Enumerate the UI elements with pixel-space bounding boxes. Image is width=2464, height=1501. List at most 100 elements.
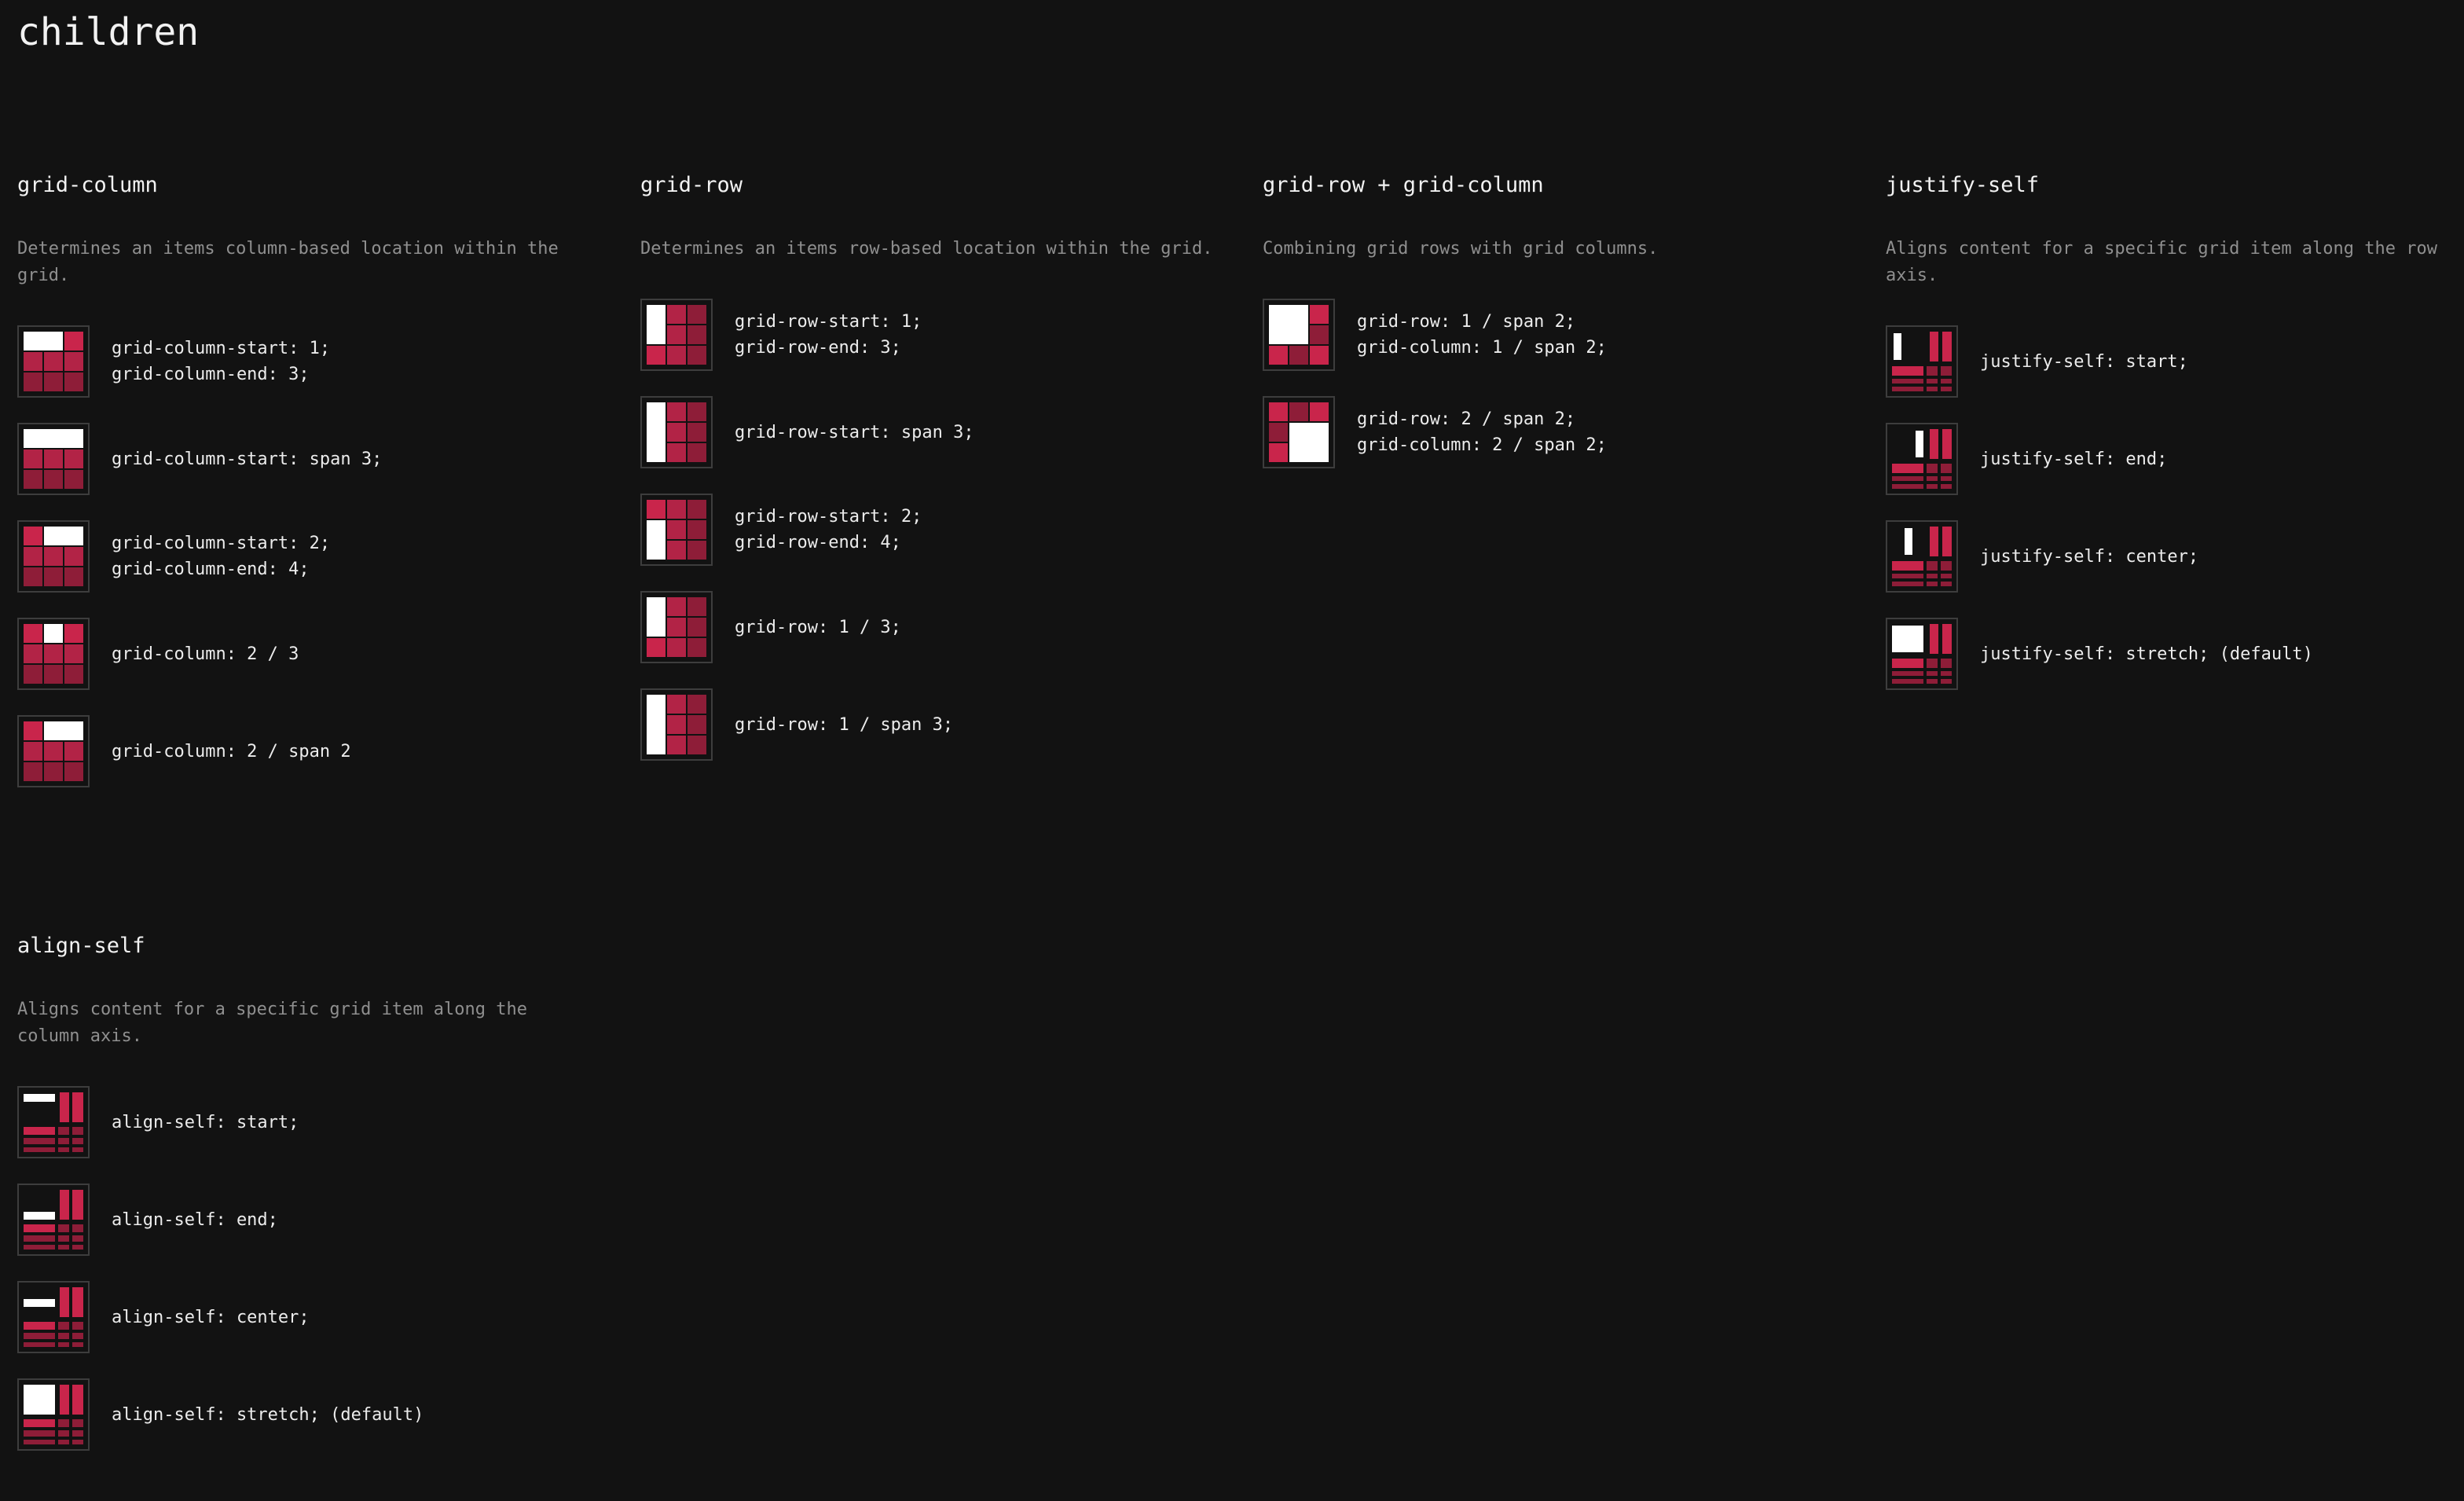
grid-cell [72,1138,83,1144]
grid-cell [58,1342,69,1347]
highlighted-cell [24,332,63,350]
grid-cell [72,1322,83,1330]
grid-cell [60,1287,69,1317]
grid-cell [24,762,42,781]
grid-cell [24,665,42,684]
grid-cell [1941,464,1952,473]
code-line: justify-self: stretch; (default) [1980,644,2313,664]
item-list: grid-row: 1 / span 2;grid-column: 1 / sp… [1263,299,1860,468]
highlighted-cell [1905,528,1912,555]
grid-cell [72,1430,83,1437]
highlighted-cell [1916,431,1923,457]
example-item[interactable]: grid-row-start: 2;grid-row-end: 4; [640,494,1238,566]
example-item[interactable]: justify-self: start; [1886,325,2464,398]
code-snippet: grid-row: 2 / span 2;grid-column: 2 / sp… [1357,406,1607,458]
code-line: grid-row: 1 / 3; [735,617,901,637]
grid-cell [1941,476,1952,481]
grid-row-start-2-end-4-icon [640,494,713,566]
grid-cell [647,346,666,365]
example-item[interactable]: align-self: stretch; (default) [17,1378,614,1451]
code-line: align-self: end; [112,1209,278,1230]
grid-cell [1941,574,1952,578]
code-snippet: grid-column-start: 2;grid-column-end: 4; [112,530,330,582]
grid-cell [64,665,83,684]
example-item[interactable]: align-self: end; [17,1184,614,1256]
code-snippet: grid-row: 1 / span 3; [735,712,953,738]
example-item[interactable]: grid-row: 1 / span 2;grid-column: 1 / sp… [1263,299,1860,371]
example-item[interactable]: justify-self: stretch; (default) [1886,618,2464,690]
grid-cell [1941,379,1952,384]
example-item[interactable]: grid-row-start: 1;grid-row-end: 3; [640,299,1238,371]
example-item[interactable]: grid-row: 1 / 3; [640,591,1238,663]
grid-cell [58,1224,69,1232]
item-list: align-self: start; align-self: end; alig… [17,1086,614,1451]
grid-cell [72,1419,83,1427]
grid-cell [58,1245,69,1250]
grid-cell [24,624,42,643]
grid-row-1-span-3-icon [640,688,713,761]
grid-cell [58,1419,69,1427]
grid-cell [64,742,83,761]
grid-cell [1927,464,1938,473]
grid-cell [72,1147,83,1152]
grid-cell [688,541,706,560]
grid-cell [44,644,63,663]
grid-cell [688,423,706,442]
page-title: children [17,10,200,54]
example-item[interactable]: grid-column-start: 1;grid-column-end: 3; [17,325,614,398]
grid-row-start-span-3-icon [640,396,713,468]
code-snippet: grid-column-start: span 3; [112,446,382,472]
example-item[interactable]: grid-row: 2 / span 2;grid-column: 2 / sp… [1263,396,1860,468]
grid-cell [688,695,706,714]
grid-cell [58,1138,69,1144]
highlighted-cell [24,1299,55,1307]
code-line: grid-column: 2 / span 2; [1357,435,1607,455]
grid-cell [44,470,63,489]
code-line: grid-row: 1 / span 3; [735,714,954,735]
example-item[interactable]: justify-self: center; [1886,520,2464,593]
example-item[interactable]: grid-column: 2 / span 2 [17,715,614,787]
example-item[interactable]: align-self: start; [17,1086,614,1158]
grid-cell [24,470,42,489]
grid-cell [1927,387,1938,391]
grid-cell [58,1127,69,1135]
grid-cell [647,638,666,657]
grid-cell [1927,574,1938,578]
grid-cell [58,1147,69,1152]
grid-cell [60,1092,69,1122]
code-snippet: align-self: end; [112,1207,278,1233]
highlighted-cell [24,1212,55,1220]
grid-cell [72,1235,83,1242]
grid-cell [1930,332,1938,361]
grid-cell [1892,464,1923,473]
grid-cell [24,1138,55,1144]
section-justify-self: justify-self Aligns content for a specif… [1886,171,2464,715]
justify-self-stretch-icon [1886,618,1958,690]
grid-cell [24,567,42,586]
justify-self-end-icon [1886,423,1958,495]
grid-cell [24,547,42,566]
code-line: grid-column: 1 / span 2; [1357,338,1607,358]
grid-cell [688,443,706,462]
grid-area-top-left-icon [1263,299,1335,371]
example-item[interactable]: align-self: center; [17,1281,614,1353]
grid-cell [688,500,706,519]
grid-cell [58,1440,69,1444]
grid-area-bottom-right-icon [1263,396,1335,468]
code-snippet: align-self: start; [112,1110,299,1136]
example-item[interactable]: grid-column-start: span 3; [17,423,614,495]
grid-cell [24,1333,55,1339]
grid-cell [1942,624,1952,654]
example-item[interactable]: grid-row: 1 / span 3; [640,688,1238,761]
grid-cell [1941,484,1952,489]
grid-cell [58,1235,69,1242]
grid-cell [24,742,42,761]
example-item[interactable]: grid-row-start: span 3; [640,396,1238,468]
grid-cell [1930,624,1938,654]
example-item[interactable]: justify-self: end; [1886,423,2464,495]
justify-self-center-icon [1886,520,1958,593]
example-item[interactable]: grid-column-start: 2;grid-column-end: 4; [17,520,614,593]
example-item[interactable]: grid-column: 2 / 3 [17,618,614,690]
code-snippet: align-self: center; [112,1305,310,1330]
grid-cell [1930,429,1938,459]
